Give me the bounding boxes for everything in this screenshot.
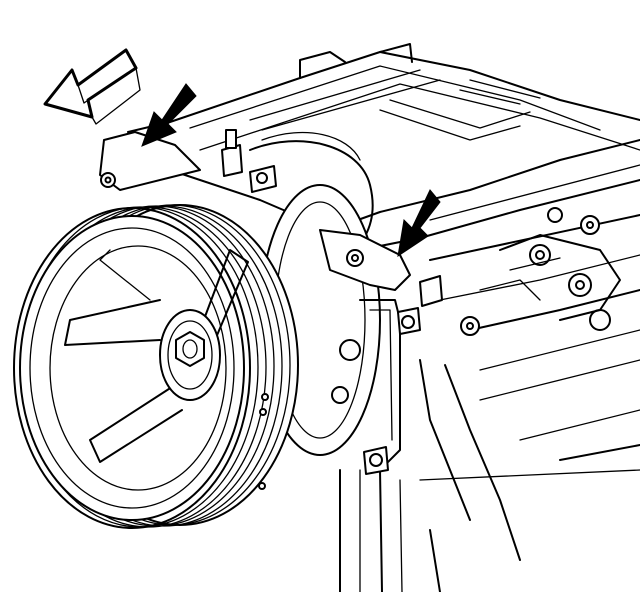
compressor-pulley	[13, 204, 299, 529]
pointer-arrow-lower	[397, 189, 441, 258]
front-bracket	[99, 129, 443, 475]
direction-arrow	[43, 48, 141, 125]
sensor-cluster	[460, 207, 621, 336]
pointer-arrow-upper	[141, 83, 197, 147]
